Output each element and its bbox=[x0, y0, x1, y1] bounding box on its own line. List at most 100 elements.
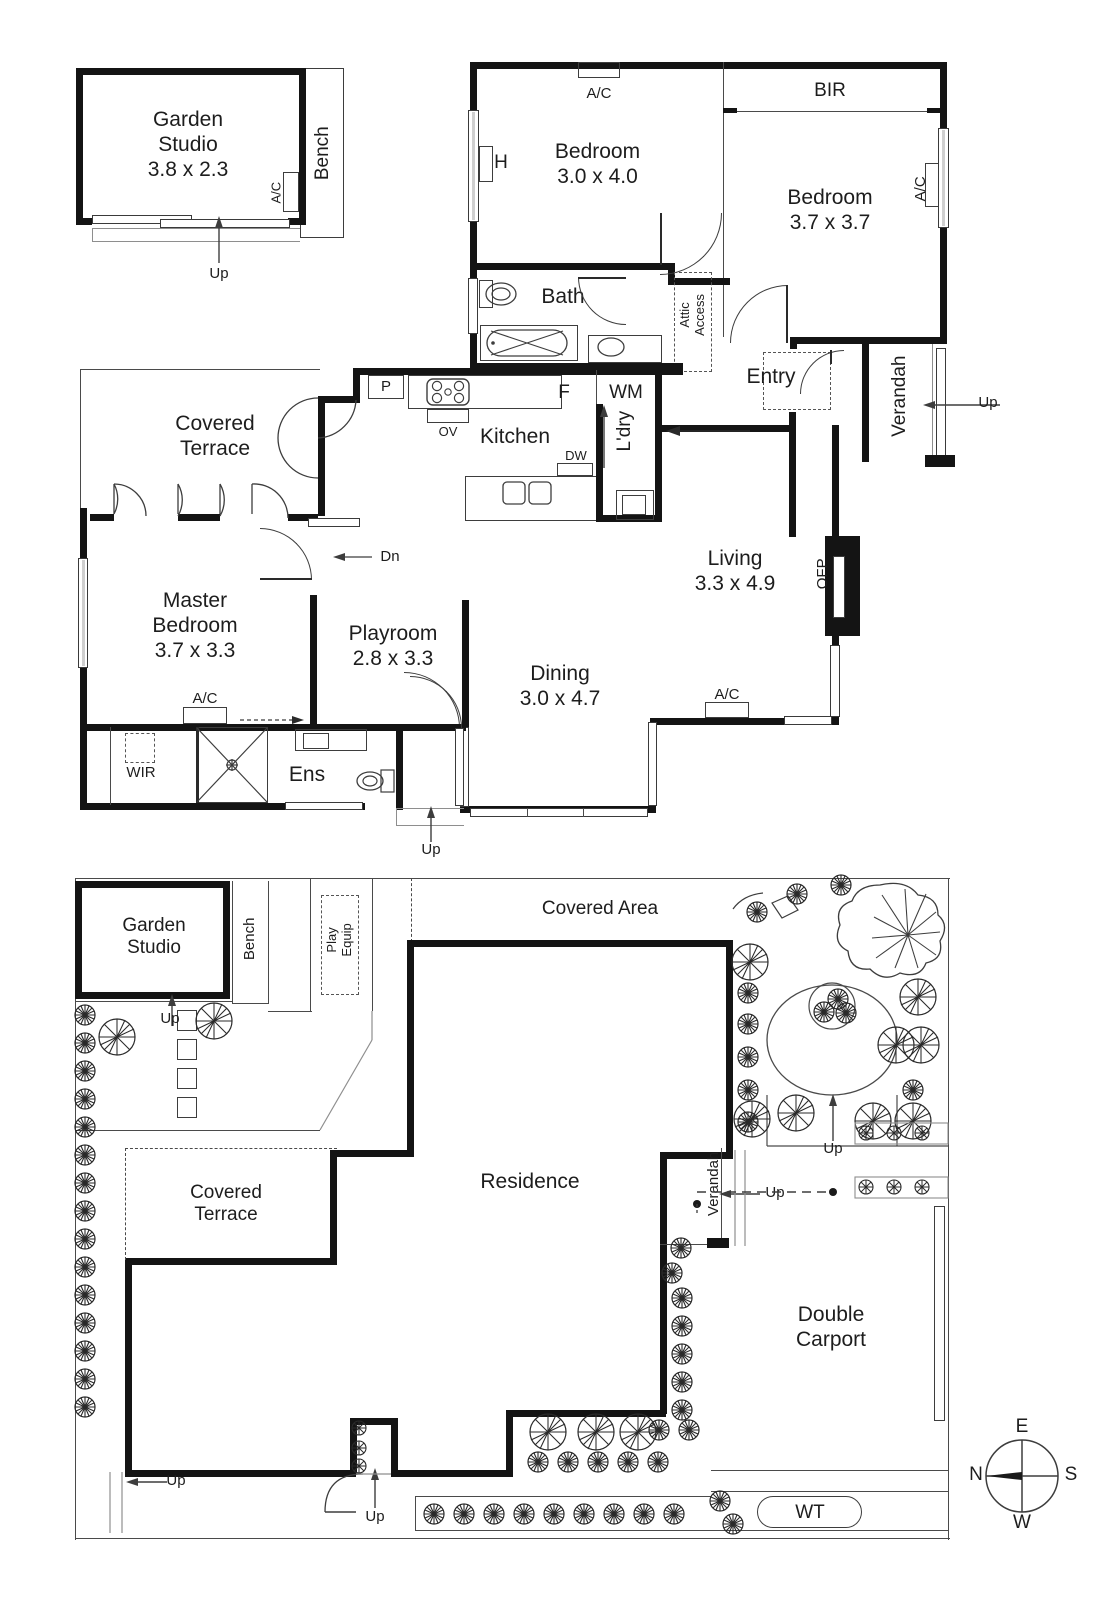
wall-kitchen-terr bbox=[318, 396, 325, 516]
wall-terrace-bottom-3 bbox=[288, 514, 318, 521]
ens-step-outline-left bbox=[396, 808, 398, 826]
heater-label: H bbox=[494, 152, 508, 173]
bir-label: BIR bbox=[814, 80, 846, 101]
wall-ldry-right bbox=[655, 368, 662, 522]
wt-bed-top bbox=[711, 1491, 948, 1493]
ens-vanity-basin bbox=[303, 733, 329, 749]
wir-divider bbox=[110, 727, 112, 805]
master-window-left-pane bbox=[82, 560, 85, 666]
pantry-label: P bbox=[380, 378, 391, 395]
site-covered-terrace-label: Covered Terrace bbox=[190, 1182, 262, 1226]
site-terrace-dash-left bbox=[125, 1148, 126, 1260]
studio-deck-left bbox=[92, 228, 94, 242]
wall-entry-left bbox=[790, 337, 797, 349]
site-lawn-up-label: Up bbox=[823, 1140, 843, 1157]
master-name: Master Bedroom bbox=[152, 589, 238, 637]
dining-window-mull-2 bbox=[583, 808, 585, 817]
residence-wall-step-2 bbox=[125, 1258, 337, 1265]
ens-vanity bbox=[295, 729, 367, 751]
fridge-label: F bbox=[558, 382, 570, 403]
wall-top-main bbox=[470, 62, 947, 69]
wall-ldry-bottom bbox=[596, 515, 662, 522]
wall-between-bedrooms bbox=[723, 62, 725, 337]
bath-vanity bbox=[588, 335, 662, 363]
studio-wall-bottom-right bbox=[288, 218, 306, 225]
residence-wall-top bbox=[407, 940, 730, 947]
ldry-trough-inner bbox=[622, 495, 646, 515]
wall-wir-far-left bbox=[80, 724, 87, 810]
wall-playroom-dining bbox=[462, 600, 469, 730]
wall-kitchen-ledge bbox=[318, 396, 360, 403]
attic-access-box bbox=[674, 272, 712, 372]
water-tank-label: WT bbox=[795, 1502, 825, 1523]
wall-kitchen-left bbox=[353, 368, 360, 402]
dining-dimensions: 3.0 x 4.7 bbox=[519, 687, 601, 710]
master-ac-label: A/C bbox=[192, 690, 218, 707]
bir-end-left bbox=[723, 108, 737, 113]
wall-hall-top bbox=[668, 278, 730, 285]
compass-label-east: E bbox=[1015, 1416, 1029, 1437]
front-bed-left bbox=[415, 1496, 417, 1530]
wall-dining-right-top bbox=[650, 718, 836, 725]
site-verandah-step bbox=[707, 1238, 729, 1248]
site-path-under-bench bbox=[268, 1011, 312, 1013]
play-equip-label: Play Equip bbox=[324, 923, 354, 957]
play-area-left bbox=[310, 878, 312, 1011]
studio-up-label: Up bbox=[209, 265, 229, 282]
site-bench-label: Bench bbox=[241, 917, 259, 961]
dn-label: Dn bbox=[380, 548, 400, 565]
stepping-stone-4 bbox=[177, 1097, 197, 1118]
covered-area-dash-left bbox=[411, 878, 412, 942]
bed3-window-right-pane bbox=[942, 130, 945, 226]
double-carport-label: Double Carport bbox=[795, 1303, 867, 1351]
compass-label-west: W bbox=[1013, 1512, 1031, 1533]
site-boundary-top bbox=[75, 878, 950, 880]
wall-entry-top bbox=[790, 337, 940, 344]
play-equip-box bbox=[321, 895, 359, 995]
wall-terrace-bottom-1 bbox=[90, 514, 114, 521]
bedroom2-name: Bedroom bbox=[554, 140, 641, 163]
wir-hanging-box bbox=[125, 733, 155, 763]
site-path-mid-left bbox=[75, 1130, 320, 1132]
residence-wall-left-mid bbox=[330, 1150, 337, 1264]
residence-wall-step-1 bbox=[330, 1150, 414, 1157]
wir-label: WIR bbox=[126, 764, 156, 781]
bedroom3-dimensions: 3.7 x 3.7 bbox=[789, 211, 871, 234]
terrace-dn-door bbox=[308, 518, 360, 527]
ens-up-label: Up bbox=[421, 841, 441, 858]
play-area-right bbox=[372, 878, 374, 1011]
site-boundary-right bbox=[948, 878, 950, 1540]
site-residence-label: Residence bbox=[480, 1170, 580, 1193]
kitchen-f-divider bbox=[596, 370, 598, 408]
playroom-name: Playroom bbox=[348, 622, 438, 645]
washing-machine-label: WM bbox=[609, 382, 643, 403]
verandah-up-label: Up bbox=[978, 394, 998, 411]
carport-drive-edge bbox=[711, 1470, 948, 1472]
master-ac-box bbox=[183, 707, 227, 724]
studio-deck-bottom bbox=[92, 241, 300, 243]
pantry-box bbox=[368, 375, 404, 399]
wall-ldry-left bbox=[596, 404, 603, 522]
oven-box bbox=[427, 409, 469, 423]
bir-end-right bbox=[927, 108, 941, 113]
dining-window-vert bbox=[648, 722, 657, 806]
front-bed-top bbox=[415, 1496, 711, 1498]
living-window-right bbox=[830, 645, 840, 717]
wall-terrace-bottom-2 bbox=[178, 514, 220, 521]
site-studio-wall-bottom bbox=[75, 992, 230, 999]
bed2-window-left-pane bbox=[472, 112, 475, 220]
ens-step-outline-bottom bbox=[396, 825, 464, 827]
residence-bump-top bbox=[350, 1418, 398, 1425]
dining-window-right bbox=[784, 716, 832, 725]
stepping-stone-3 bbox=[177, 1068, 197, 1089]
residence-wall-left-upper bbox=[407, 940, 414, 1156]
living-name: Living bbox=[707, 547, 763, 570]
residence-wall-bottom-mid bbox=[391, 1470, 513, 1477]
dishwasher-box bbox=[557, 463, 593, 476]
covered-area-label: Covered Area bbox=[541, 898, 659, 919]
bathtub-surround bbox=[480, 325, 578, 361]
residence-wall-step-3 bbox=[506, 1410, 666, 1417]
ldry-trough bbox=[616, 490, 654, 520]
site-studio-wall-top bbox=[75, 881, 230, 888]
